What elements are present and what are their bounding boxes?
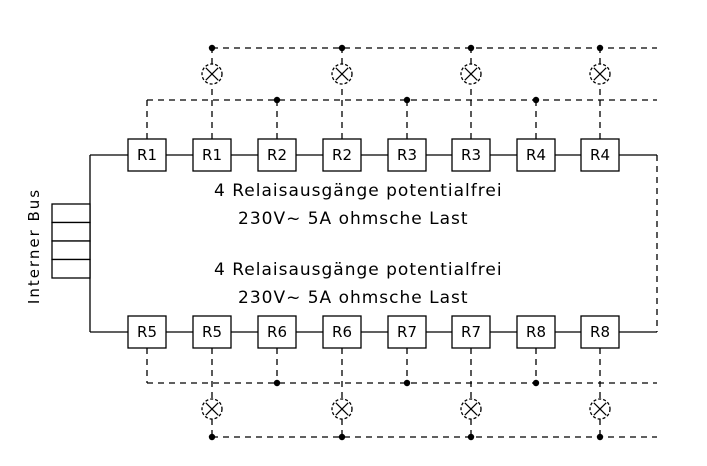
bottom-relay-r8: R8 [580, 315, 620, 349]
lamp-icon [460, 398, 482, 420]
relay-label: R4 [526, 146, 546, 164]
bottom-relay-r5: R5 [127, 315, 167, 349]
wires [89, 154, 657, 333]
lamp-icon [201, 398, 223, 420]
top-relay-r2: R2 [322, 138, 362, 172]
relay-label: R1 [137, 146, 157, 164]
bottom-relay-r7: R7 [451, 315, 491, 349]
bottom-junction-dot [403, 379, 411, 387]
bottom-junction-dot [273, 379, 281, 387]
relay-box [322, 315, 362, 349]
top-junction-dot [403, 96, 411, 104]
bottom-relay-r6: R6 [322, 315, 362, 349]
relay-label: R2 [267, 146, 287, 164]
top-junction-dot [338, 44, 346, 52]
junction-dots [208, 44, 604, 441]
bus-segment [51, 221, 91, 242]
lamp-cross [205, 67, 219, 81]
top-description-line2: 230V~ 5A ohmsche Last [238, 209, 469, 229]
top-relay-r4: R4 [580, 138, 620, 172]
relay-box [580, 315, 620, 349]
relay-box [322, 138, 362, 172]
bottom-junction-dot [208, 433, 216, 441]
relay-box [580, 138, 620, 172]
top-junction-dot [467, 44, 475, 52]
relay-box [257, 138, 297, 172]
lamp-cross [593, 402, 607, 416]
top-relay-r3: R3 [387, 138, 427, 172]
bottom-description-line1: 4 Relaisausgänge potentialfrei [214, 260, 503, 280]
relay-label: R8 [590, 323, 610, 341]
lamp-icon [589, 63, 611, 85]
relay-box [257, 315, 297, 349]
lamp-icon [331, 63, 353, 85]
lamp-icon [589, 398, 611, 420]
bus-segment [51, 258, 91, 279]
relay-label: R6 [332, 323, 352, 341]
bus-segment [51, 203, 91, 224]
lamp-cross [464, 67, 478, 81]
top-junction-dot [596, 44, 604, 52]
top-relay-r2: R2 [257, 138, 297, 172]
lamp-icon [460, 63, 482, 85]
relay-label: R5 [137, 323, 157, 341]
top-relay-r3: R3 [451, 138, 491, 172]
relay-box [516, 315, 556, 349]
relay-label: R1 [202, 146, 222, 164]
relay-label: R3 [397, 146, 417, 164]
lamp-cross [205, 402, 219, 416]
top-relay-r1: R1 [192, 138, 232, 172]
relay-label: R7 [461, 323, 481, 341]
internal-bus-connector [51, 203, 91, 279]
lamp-cross [335, 67, 349, 81]
top-relay-r4: R4 [516, 138, 556, 172]
relay-box [127, 315, 167, 349]
relay-box [516, 138, 556, 172]
lamp-icon [201, 63, 223, 85]
relay-box [387, 315, 427, 349]
relay-box [387, 138, 427, 172]
bus-label: Interner Bus [25, 188, 43, 304]
lamp-cross [464, 402, 478, 416]
top-relay-r1: R1 [127, 138, 167, 172]
bottom-relay-r5: R5 [192, 315, 232, 349]
top-description-line1: 4 Relaisausgänge potentialfrei [214, 181, 503, 201]
relay-label: R5 [202, 323, 222, 341]
dashed-load-lines [146, 47, 658, 438]
top-junction-dot [532, 96, 540, 104]
relay-label: R3 [461, 146, 481, 164]
bottom-junction-dot [596, 433, 604, 441]
lamp-cross [335, 402, 349, 416]
relay-label: R8 [526, 323, 546, 341]
bottom-relay-r6: R6 [257, 315, 297, 349]
bottom-junction-dot [338, 433, 346, 441]
relay-box [192, 315, 232, 349]
relay-box [451, 138, 491, 172]
bus-segment [51, 240, 91, 261]
relay-label: R4 [590, 146, 610, 164]
lamp-cross [593, 67, 607, 81]
top-junction-dot [273, 96, 281, 104]
relay-label: R2 [332, 146, 352, 164]
bottom-relay-r7: R7 [387, 315, 427, 349]
relay-box [127, 138, 167, 172]
bottom-junction-dot [532, 379, 540, 387]
relay-label: R7 [397, 323, 417, 341]
relay-box [192, 138, 232, 172]
bottom-relay-r8: R8 [516, 315, 556, 349]
bottom-description-line2: 230V~ 5A ohmsche Last [238, 288, 469, 308]
relay-label: R6 [267, 323, 287, 341]
bottom-junction-dot [467, 433, 475, 441]
lamp-icon [331, 398, 353, 420]
lamps [201, 63, 611, 420]
top-junction-dot [208, 44, 216, 52]
relay-box [451, 315, 491, 349]
